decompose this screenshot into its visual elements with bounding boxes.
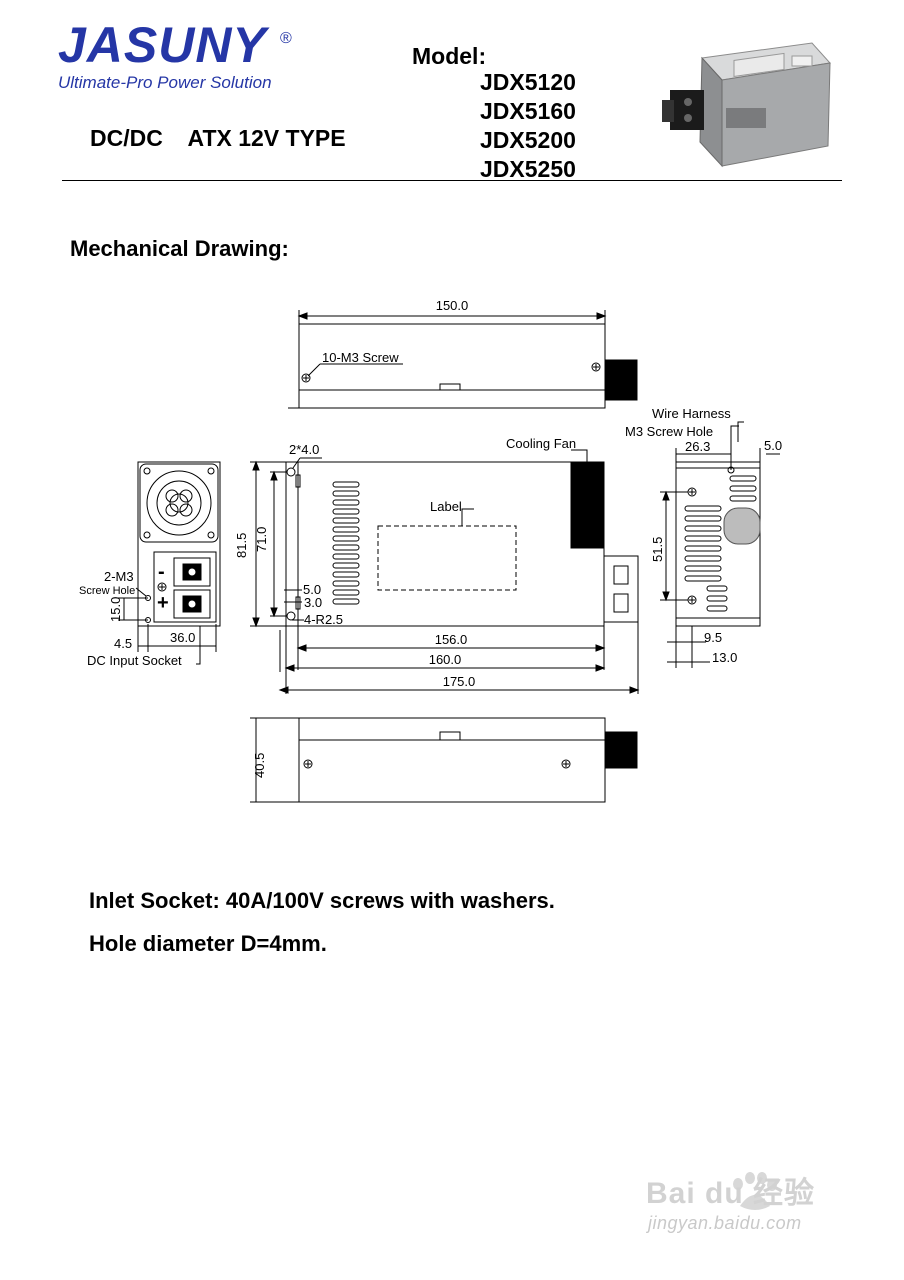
top-view: 150.0 10-M3 Screw	[288, 298, 638, 409]
watermark-brand: Bai du 经验	[646, 1177, 816, 1210]
plan-view: Label Cooling Fan 81.5 71.0 2*4.0 5.0 3.…	[234, 436, 640, 694]
side-vent-slots	[684, 475, 757, 612]
model-item: JDX5120	[480, 69, 576, 95]
product-photo	[662, 42, 831, 168]
dim-side-5: 5.0	[764, 438, 782, 453]
model-list: JDX5120 JDX5160 JDX5200 JDX5250	[480, 68, 576, 184]
dim-side-13: 13.0	[712, 650, 737, 665]
model-item: JDX5200	[480, 127, 576, 153]
dim-3-0: 3.0	[304, 595, 322, 610]
dim-height-81: 81.5	[234, 533, 249, 558]
hole-diameter-note: Hole diameter D=4mm.	[89, 931, 327, 956]
dim-length-160: 160.0	[429, 652, 462, 667]
dim-hole-dia: 2*4.0	[289, 442, 319, 457]
front-view: - + 2-M3 Screw Hole 15.0 4.5 36.0 DC Inp…	[79, 461, 221, 668]
vent-slots	[332, 481, 360, 605]
minus-sign: -	[158, 561, 165, 583]
mechanical-drawing: 150.0 10-M3 Screw	[79, 298, 782, 803]
dim-side-9: 9.5	[704, 630, 722, 645]
baidu-paw-icon	[733, 1172, 777, 1210]
wire-harness-label: Wire Harness	[652, 406, 731, 421]
dim-side-51: 51.5	[650, 537, 665, 562]
dim-front-15: 15.0	[108, 597, 123, 622]
bottom-view: 40.5	[250, 717, 638, 803]
registered-mark: ®	[280, 30, 292, 47]
m3-screw-hole-label: M3 Screw Hole	[625, 424, 713, 439]
dim-length-156: 156.0	[435, 632, 468, 647]
model-label: Model:	[412, 43, 487, 69]
side-view: Wire Harness M3 Screw Hole 26.3 5.0 51.5…	[625, 406, 782, 668]
dc-input-socket-label: DC Input Socket	[87, 653, 182, 668]
inlet-socket-note: Inlet Socket: 40A/100V screws with washe…	[89, 888, 555, 913]
dim-front-4-5: 4.5	[114, 636, 132, 651]
dim-height-71: 71.0	[254, 527, 269, 552]
model-item: JDX5160	[480, 98, 576, 124]
product-type: DC/DC ATX 12V TYPE	[90, 125, 346, 151]
brand-logo: JASUNY	[58, 17, 267, 73]
dim-5-0: 5.0	[303, 582, 321, 597]
plus-sign: +	[157, 592, 169, 614]
dim-top-width: 150.0	[436, 298, 469, 313]
cooling-fan-label: Cooling Fan	[506, 436, 576, 451]
brand-tagline: Ultimate-Pro Power Solution	[58, 73, 272, 92]
header-divider	[62, 180, 842, 181]
top-screw-label: 10-M3 Screw	[322, 350, 399, 365]
dim-bottom-height: 40.5	[252, 753, 267, 778]
dim-side-26: 26.3	[685, 439, 710, 454]
label-callout: Label	[430, 499, 462, 514]
model-item: JDX5250	[480, 156, 576, 182]
watermark-url: jingyan.baidu.com	[648, 1213, 802, 1233]
section-title: Mechanical Drawing:	[70, 236, 289, 261]
dim-radius: 4-R2.5	[304, 612, 343, 627]
front-screw-hole-label: Screw Hole	[79, 585, 135, 597]
front-m3-label: 2-M3	[104, 569, 134, 584]
dim-length-175: 175.0	[443, 674, 476, 689]
dim-front-36: 36.0	[170, 630, 195, 645]
